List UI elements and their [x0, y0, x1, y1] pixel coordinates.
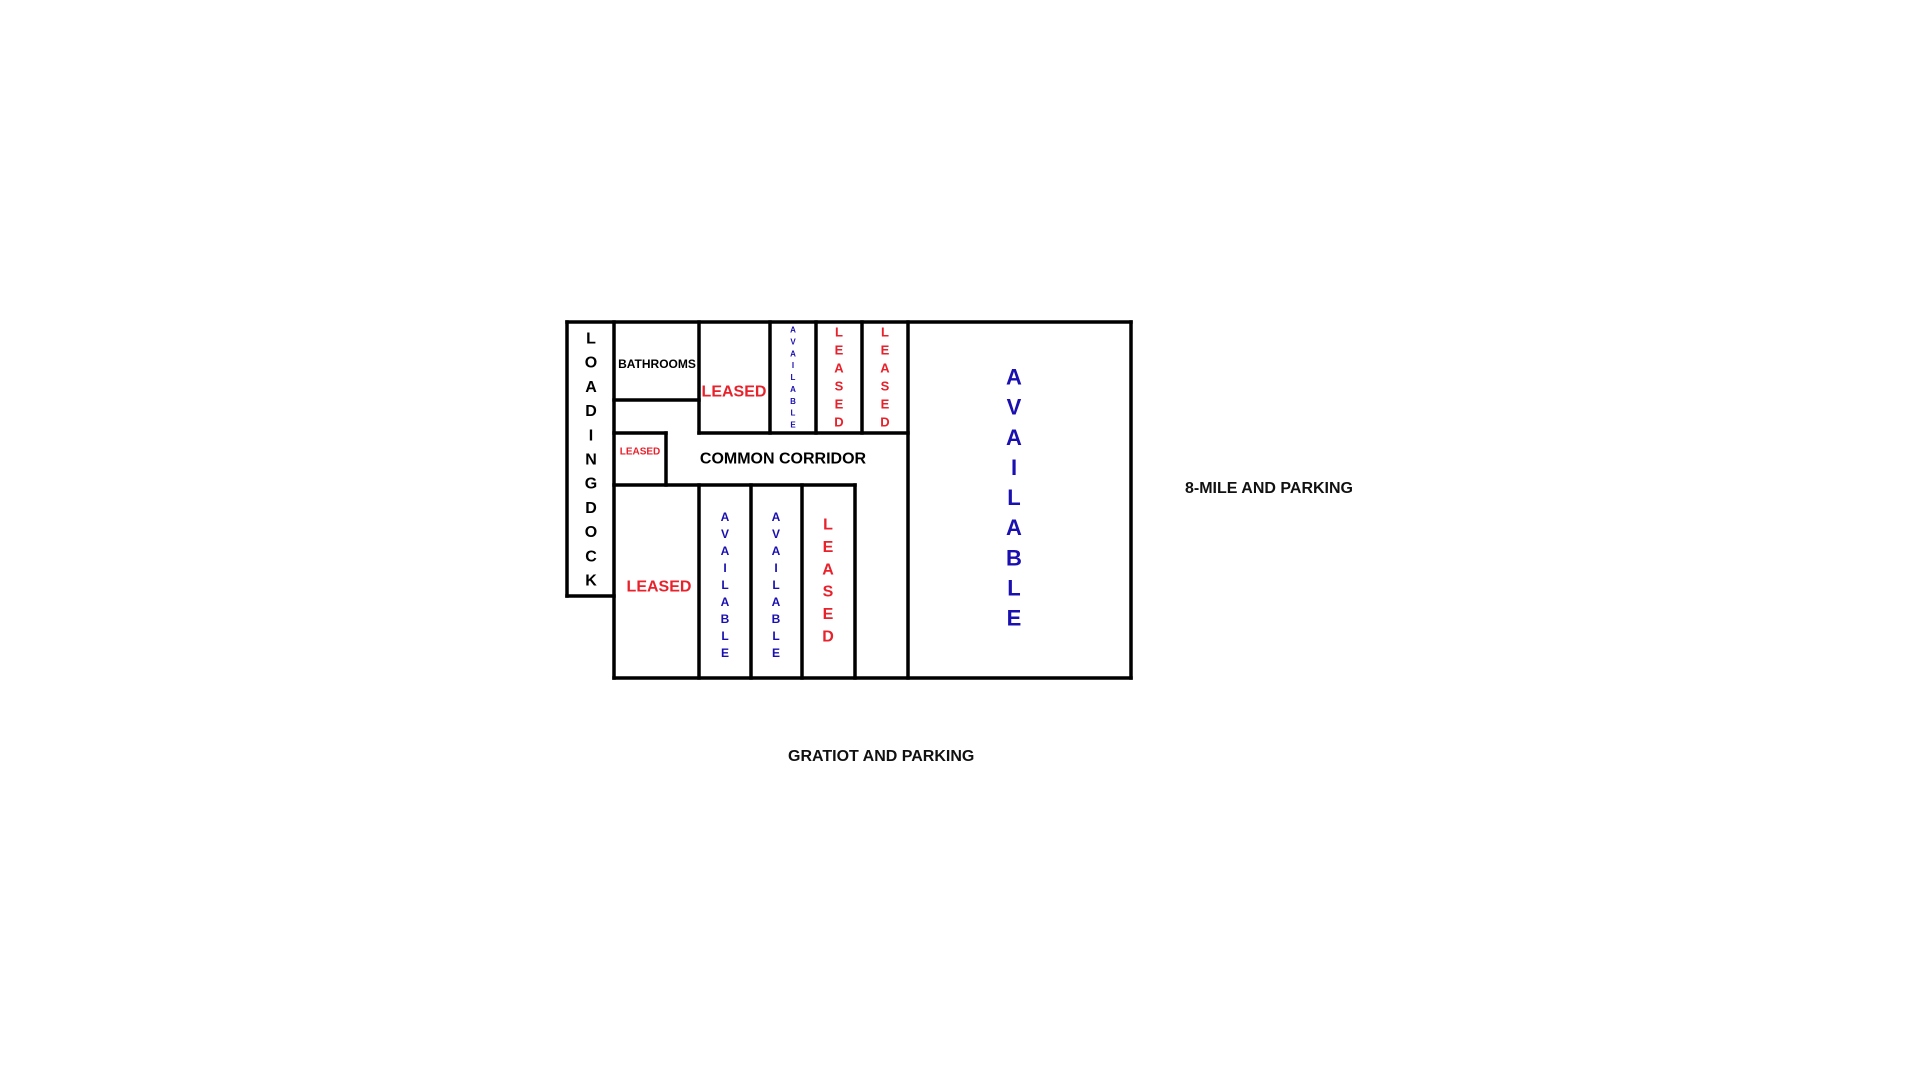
walls: [565, 320, 1133, 680]
unit-north-4-status-char: E: [881, 343, 890, 358]
unit-south-4-status-char: D: [822, 629, 834, 646]
unit-east-large-status-char: A: [1006, 515, 1022, 540]
unit-south-3-status-char: A: [772, 510, 781, 524]
loading-dock-label-char: D: [585, 500, 597, 517]
unit-north-2-status-char: A: [790, 349, 796, 358]
unit-south-2-status-char: I: [723, 561, 726, 575]
unit-north-2-status-char: V: [790, 337, 796, 346]
unit-south-4-status-char: E: [823, 539, 834, 556]
loading-dock-label-char: A: [585, 379, 597, 396]
unit-west-small-status: LEASED: [620, 447, 661, 458]
unit-south-4-status-char: A: [822, 561, 834, 578]
unit-south-3-status-char: L: [772, 578, 779, 592]
unit-north-2-status-char: A: [790, 385, 796, 394]
unit-south-1-status: LEASED: [627, 579, 692, 596]
east-street-label: 8-MILE AND PARKING: [1185, 480, 1353, 497]
unit-north-3-status-char: E: [835, 343, 844, 358]
loading-dock-label-char: O: [585, 524, 597, 541]
unit-north-2-status-char: L: [791, 373, 796, 382]
unit-south-2-status-char: B: [721, 612, 730, 626]
unit-south-2-status-char: A: [721, 544, 730, 558]
unit-north-2-status-char: I: [792, 361, 794, 370]
unit-north-2-status-char: L: [791, 409, 796, 418]
unit-east-large-status-char: A: [1006, 425, 1022, 450]
unit-east-large-status-char: V: [1007, 395, 1022, 420]
unit-south-3-status-char: L: [772, 629, 779, 643]
unit-east-large-status-char: L: [1007, 485, 1020, 510]
unit-south-4-status-char: L: [823, 517, 833, 534]
unit-north-3-status-char: E: [835, 397, 844, 412]
unit-south-3-status-char: A: [772, 544, 781, 558]
unit-north-4-status: LEASED: [880, 325, 890, 430]
unit-south-3-status-char: A: [772, 595, 781, 609]
loading-dock-label-char: L: [586, 331, 596, 348]
unit-north-3-status-char: L: [835, 325, 843, 340]
unit-north-3-status-char: A: [834, 361, 844, 376]
unit-south-4-status-char: S: [823, 584, 834, 601]
unit-south-3-status-char: B: [772, 612, 781, 626]
unit-south-4-status: LEASED: [822, 517, 834, 646]
unit-south-2-status-char: A: [721, 510, 730, 524]
loading-dock-label-char: I: [589, 427, 593, 444]
loading-dock-label-char: N: [585, 452, 597, 469]
unit-south-2-status-char: A: [721, 595, 730, 609]
loading-dock-label-char: D: [585, 403, 597, 420]
common-corridor-label: COMMON CORRIDOR: [700, 451, 867, 468]
unit-north-4-status-char: S: [881, 379, 890, 394]
unit-south-2-status-char: L: [721, 578, 728, 592]
unit-north-2-status-char: E: [790, 421, 796, 430]
unit-north-2-status-char: A: [790, 326, 796, 335]
unit-south-2-status-char: V: [721, 527, 729, 541]
unit-north-4-status-char: A: [880, 361, 890, 376]
loading-dock-label-char: O: [585, 355, 597, 372]
unit-east-large-status-char: B: [1006, 545, 1022, 570]
bathrooms-label: BATHROOMS: [618, 357, 696, 371]
unit-south-3-status-char: V: [772, 527, 780, 541]
loading-dock-label-char: K: [585, 573, 597, 590]
unit-south-3-status-char: E: [772, 646, 780, 660]
unit-north-4-status-char: D: [880, 415, 889, 430]
unit-south-2-status-char: E: [721, 646, 729, 660]
unit-south-2-status-char: L: [721, 629, 728, 643]
unit-north-3-status-char: S: [835, 379, 844, 394]
unit-east-large-status-char: E: [1007, 606, 1022, 631]
unit-east-large-status-char: L: [1007, 575, 1020, 600]
unit-east-large-status-char: A: [1006, 365, 1022, 390]
unit-east-large-status-char: I: [1011, 455, 1017, 480]
loading-dock-label-char: C: [585, 548, 597, 565]
unit-north-1-status: LEASED: [702, 384, 767, 401]
unit-north-3-status-char: D: [834, 415, 843, 430]
south-street-label: GRATIOT AND PARKING: [788, 748, 975, 765]
unit-north-4-status-char: E: [881, 397, 890, 412]
unit-south-4-status-char: E: [823, 606, 834, 623]
unit-north-4-status-char: L: [881, 325, 889, 340]
unit-north-3-status: LEASED: [834, 325, 844, 430]
unit-north-2-status-char: B: [790, 397, 796, 406]
unit-south-3-status-char: I: [774, 561, 777, 575]
loading-dock-label-char: G: [585, 476, 597, 493]
